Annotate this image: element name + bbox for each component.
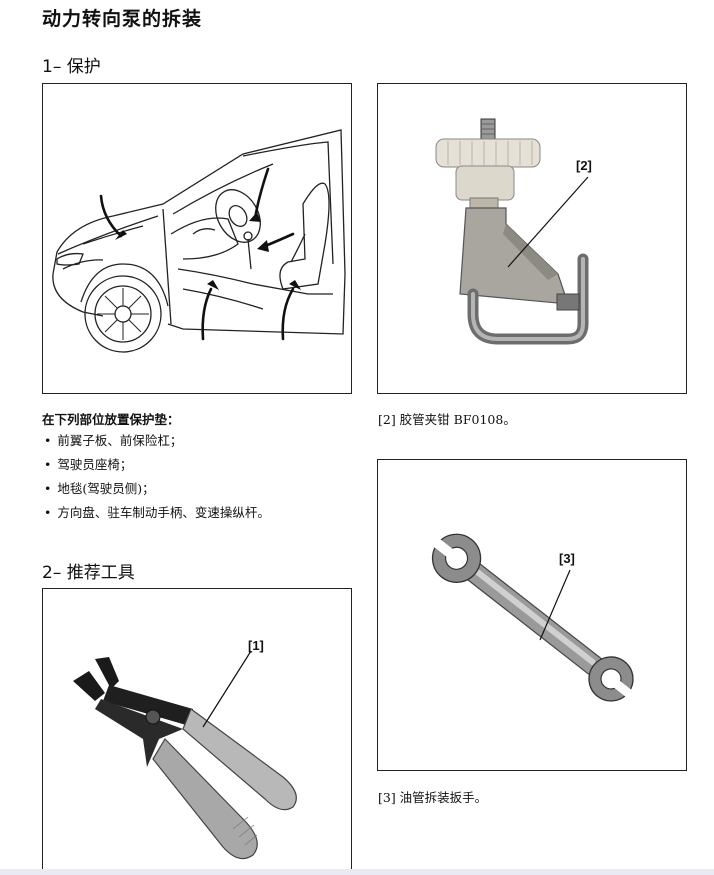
callout-label-3: [3]	[559, 551, 575, 566]
car-protection-illustration	[42, 83, 352, 394]
hose-pliers-tool-image	[42, 588, 352, 875]
list-item: 驾驶员座椅；	[44, 453, 270, 477]
caption-tool-2: [2] 胶管夹钳 BF0108。	[378, 412, 516, 427]
protection-list-heading: 在下列部位放置保护垫：	[42, 412, 180, 427]
section-heading-protection: 1– 保护	[42, 57, 101, 77]
caption-tool-3: [3] 油管拆装扳手。	[378, 790, 488, 805]
car-drawing	[52, 129, 346, 353]
callout-label-2: [2]	[576, 158, 592, 173]
protection-list: 前翼子板、前保险杠； 驾驶员座椅； 地毯(驾驶员侧)； 方向盘、驻车制动手柄、变…	[44, 429, 270, 525]
hose-pliers-drawing	[73, 650, 297, 860]
list-item: 方向盘、驻车制动手柄、变速操纵杆。	[44, 501, 270, 525]
callout-label-1: [1]	[248, 638, 264, 653]
list-item: 前翼子板、前保险杠；	[44, 429, 270, 453]
list-item: 地毯(驾驶员侧)；	[44, 477, 270, 501]
flare-wrench-drawing	[431, 533, 634, 702]
page-title: 动力转向泵的拆装	[42, 8, 203, 30]
flare-wrench-tool-image	[377, 459, 687, 771]
hose-clamp-drawing	[435, 118, 589, 345]
section-heading-recommended-tools: 2– 推荐工具	[42, 563, 135, 583]
hose-clamp-tool-image	[377, 83, 687, 394]
bottom-page-strip	[0, 869, 714, 875]
